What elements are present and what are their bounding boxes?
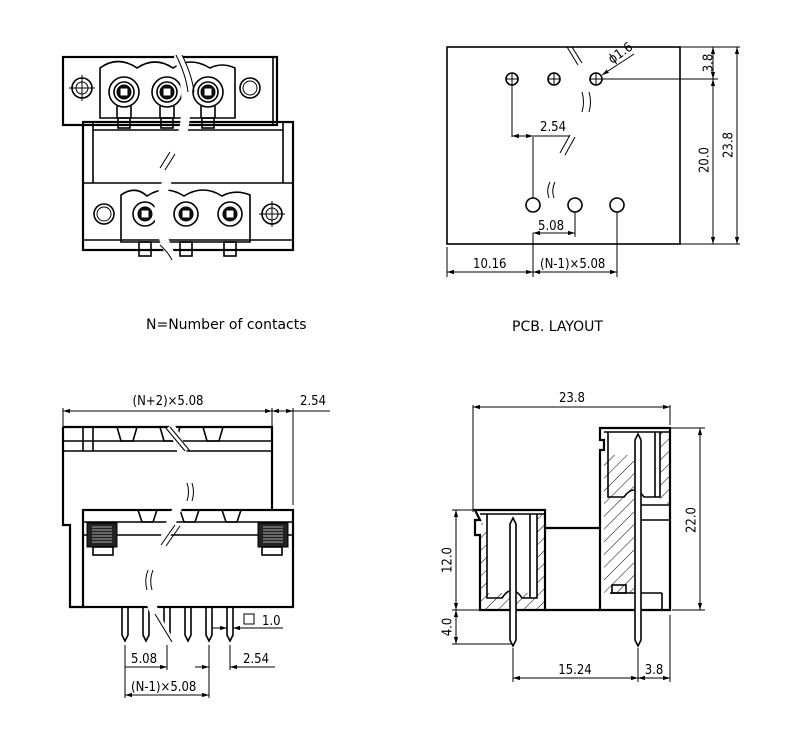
contacts-note: N=Number of contacts xyxy=(146,317,307,333)
tall-housing xyxy=(598,426,672,612)
lower-plug xyxy=(120,189,251,243)
dim-row-spacing: 20.0 xyxy=(698,147,713,173)
dim-total-height: 23.8 xyxy=(722,132,737,158)
dim-left: 10.16 xyxy=(473,257,506,272)
side-view: 23.8 22.0 12.0 4.0 xyxy=(441,391,705,682)
dim-pin-spacing: 15.24 xyxy=(558,663,591,678)
dim-rear-offset: 3.8 xyxy=(645,663,664,678)
dim-pitch: 5.08 xyxy=(131,652,157,667)
dim-pin-square: 1.0 xyxy=(262,614,281,629)
pcb-layout: ϕ1.6 3.8 20.0 23.8 2.54 5.08 10.16 (N-1)… xyxy=(446,40,740,277)
pcb-holes-bottom-row xyxy=(525,197,625,213)
break-line xyxy=(154,53,191,261)
hole-crosshair-icon xyxy=(589,72,603,86)
dim-height-short: 12.0 xyxy=(441,547,456,573)
lower-terminals xyxy=(132,201,243,227)
pcb-outline xyxy=(446,46,681,245)
front-pins xyxy=(121,607,234,643)
dim-top-offset: 3.8 xyxy=(702,54,717,73)
screw-left-icon xyxy=(86,522,118,556)
dim-span: (N-1)×5.08 xyxy=(540,257,605,272)
middle-frame xyxy=(81,120,295,252)
side-pin-tall xyxy=(634,432,642,648)
hole-crosshair-icon xyxy=(547,72,561,86)
mount-hole-crosshair-icon xyxy=(69,75,95,101)
dim-offset: 2.54 xyxy=(300,394,326,409)
side-pin-short xyxy=(509,516,517,648)
dim-depth: 23.8 xyxy=(559,391,585,406)
upper-housing xyxy=(61,55,279,127)
dim-height-tall: 22.0 xyxy=(685,507,700,533)
dim-pin-length: 4.0 xyxy=(441,618,456,637)
dim-row-offset: 2.54 xyxy=(540,120,566,135)
rear-housing xyxy=(61,425,274,609)
upper-terminals xyxy=(108,76,224,118)
pcb-holes-top-row xyxy=(505,72,603,86)
lower-pins xyxy=(138,241,237,257)
top-view xyxy=(61,53,295,261)
dim-pin-offset: 2.54 xyxy=(243,652,269,667)
pcb-layout-caption: PCB. LAYOUT xyxy=(512,319,603,335)
mount-hole-icon xyxy=(93,203,115,225)
mount-hole-crosshair-icon xyxy=(259,201,285,227)
hole-dia-leader xyxy=(601,53,635,76)
upper-plug xyxy=(99,60,236,119)
mount-hole-icon xyxy=(239,77,261,99)
dim-span: (N-1)×5.08 xyxy=(131,680,196,695)
hole-crosshair-icon xyxy=(505,72,519,86)
dim-pitch: 5.08 xyxy=(538,219,564,234)
front-housing xyxy=(81,508,295,609)
screw-right-icon xyxy=(257,522,289,556)
dim-width: (N+2)×5.08 xyxy=(133,394,204,409)
front-view: (N+2)×5.08 2.54 xyxy=(61,394,330,698)
